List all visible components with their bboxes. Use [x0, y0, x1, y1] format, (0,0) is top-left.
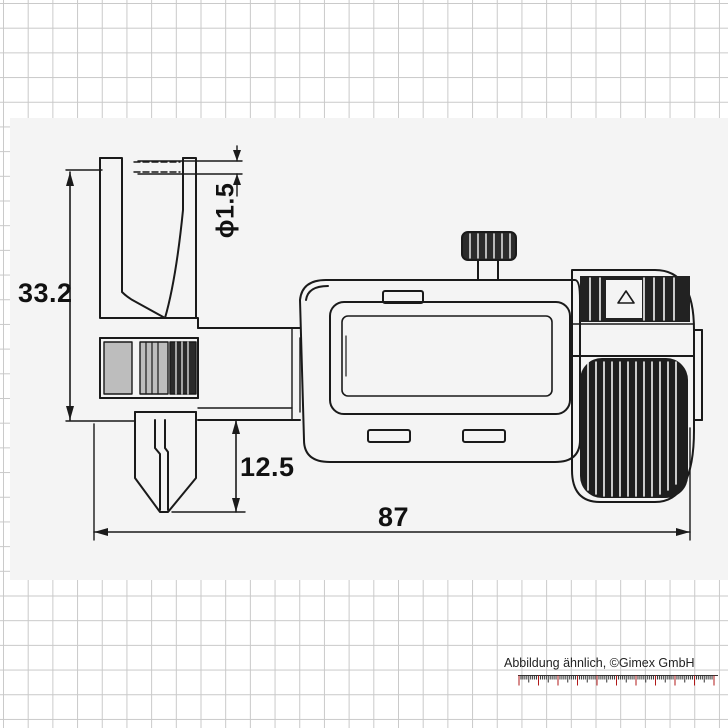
control-buttons: [367, 429, 506, 443]
tip-length-label: 12.5: [240, 452, 295, 482]
spindle-tube: [197, 327, 301, 421]
knurled-ring: [99, 337, 199, 399]
total-length-label: 87: [378, 502, 410, 532]
tip-length-dimension-line: [171, 419, 246, 513]
right-button: [462, 429, 506, 443]
anvil-diameter-dimension-line: [137, 145, 243, 197]
spindle-arrow-up-icon: [617, 290, 635, 304]
height-dimension-line: [65, 169, 136, 422]
copyright-notice: Abbildung ähnlich, ©Gimex GmbH: [504, 656, 695, 670]
ruler-scale-icon: [518, 675, 718, 686]
left-button: [367, 429, 411, 443]
measuring-tip: [134, 411, 197, 513]
anvil-frame: [99, 157, 301, 329]
lock-knob: [461, 231, 517, 281]
height-dimension-label: 33.2: [18, 278, 73, 308]
length-dimension-line: [93, 423, 691, 541]
lcd-display: [329, 301, 571, 415]
thimble: [571, 269, 703, 503]
anvil-diameter-label: ϕ1.5: [211, 182, 240, 239]
